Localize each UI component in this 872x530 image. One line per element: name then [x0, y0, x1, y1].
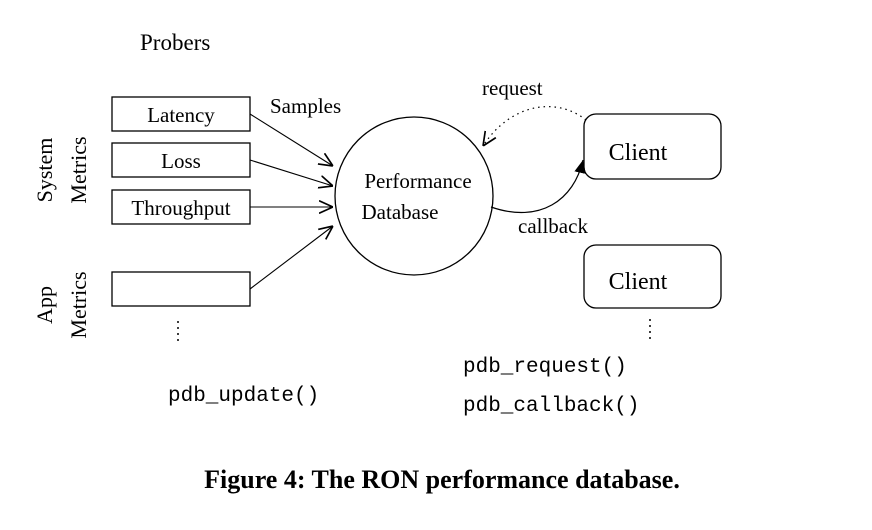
client-2-box	[583, 244, 722, 309]
system-metrics-label: System Metrics	[32, 136, 91, 203]
client-1-box	[583, 113, 722, 180]
callback-arrow	[490, 159, 586, 214]
prober-latency: Latency	[111, 96, 251, 132]
prober-app	[111, 271, 251, 307]
app-metrics-label: App Metrics	[32, 271, 91, 338]
system-metrics-line2: Metrics	[66, 136, 91, 203]
client-2: Client	[583, 244, 722, 309]
request-label: request	[482, 76, 543, 100]
database-label-line2: Database	[362, 200, 439, 224]
prober-loss: Loss	[111, 142, 251, 178]
prober-throughput-label: Throughput	[131, 196, 230, 220]
samples-label: Samples	[270, 94, 341, 118]
app-sample-arrow	[249, 226, 333, 290]
system-metrics-line1: System	[32, 138, 57, 203]
performance-database-circle	[334, 116, 494, 276]
client-2-label: Client	[609, 269, 668, 295]
pdb-update-label: pdb_update()	[168, 385, 319, 408]
request-arrow	[483, 106, 587, 146]
prober-throughput: Throughput	[111, 189, 251, 225]
latency-sample-arrow	[249, 113, 333, 166]
app-metrics-line2: Metrics	[66, 271, 91, 338]
client-1-label: Client	[609, 140, 668, 166]
app-metrics-line1: App	[32, 286, 57, 324]
client-1: Client	[583, 113, 722, 180]
callback-label: callback	[518, 214, 588, 238]
prober-app-box	[111, 271, 251, 307]
loss-sample-arrow	[249, 159, 333, 186]
performance-database: Performance Database	[334, 116, 494, 276]
database-label-line1: Performance	[364, 169, 471, 193]
clients-ellipsis	[649, 319, 651, 339]
probers-ellipsis	[177, 321, 179, 341]
pdb-request-label: pdb_request()	[463, 356, 627, 379]
prober-latency-label: Latency	[147, 103, 215, 127]
pdb-callback-label: pdb_callback()	[463, 395, 639, 418]
probers-header: Probers	[140, 30, 210, 55]
figure-caption: Figure 4: The RON performance database.	[204, 465, 680, 494]
prober-loss-label: Loss	[161, 149, 201, 173]
